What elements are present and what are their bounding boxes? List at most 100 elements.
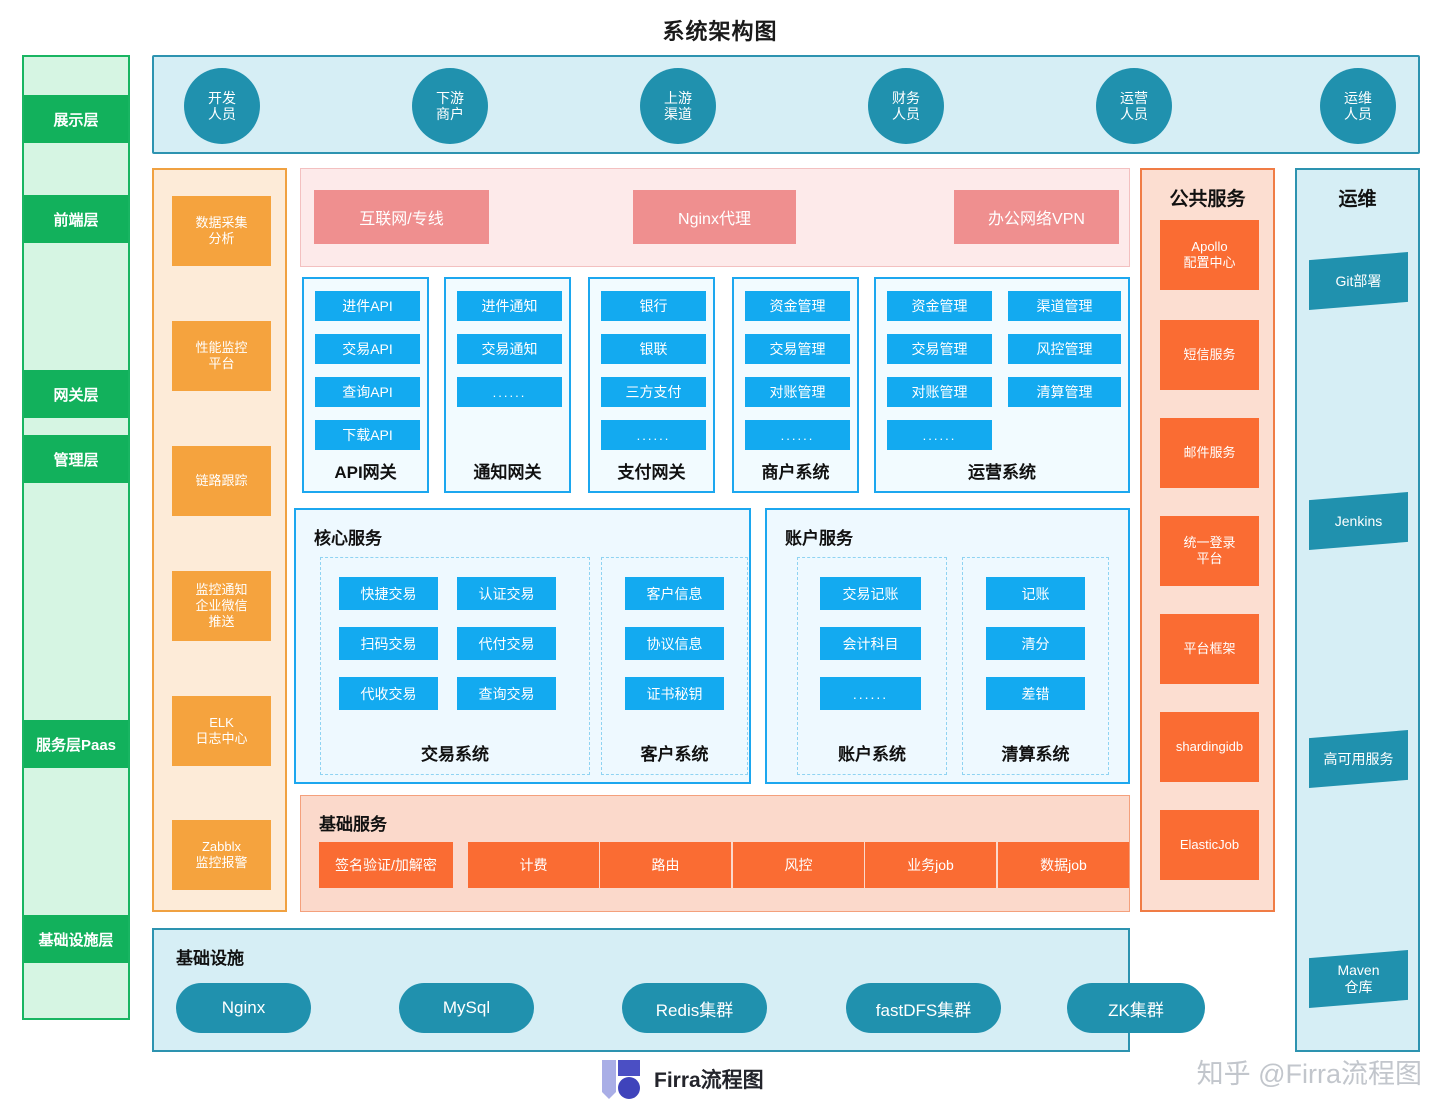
gateway-item-more[interactable]: ...... [887, 420, 992, 450]
gateway-card-payment: 银行 银联 三方支付 ...... 支付网关 [588, 277, 715, 493]
gateway-item[interactable]: 进件API [315, 291, 420, 321]
layer-band-label: 服务层Paas [35, 736, 117, 754]
gateway-item[interactable]: 清算管理 [1008, 377, 1121, 407]
layer-band-gateway: 网关层 [24, 370, 128, 418]
basic-service-item[interactable]: 风控 [733, 842, 864, 888]
public-service-label: ElasticJob [1179, 836, 1240, 852]
gateway-item-more[interactable]: ...... [745, 420, 850, 450]
subsystem-item[interactable]: 差错 [986, 677, 1085, 710]
subsystem-item[interactable]: 清分 [986, 627, 1085, 660]
gateway-item[interactable]: 对账管理 [745, 377, 850, 407]
public-service-label: 平台 [1196, 551, 1223, 566]
subsystem-item[interactable]: 代付交易 [457, 627, 556, 660]
gateway-item[interactable]: 对账管理 [887, 377, 992, 407]
subsystem-item[interactable]: 交易记账 [820, 577, 921, 610]
core-services-title: 核心服务 [314, 529, 382, 548]
public-service-label: shardingid [1175, 738, 1236, 754]
public-service-apollo[interactable]: Apollo 配置中心 [1160, 220, 1259, 290]
actor-operations[interactable]: 运营 人员 [1096, 68, 1172, 144]
gateway-item[interactable]: 查询API [315, 377, 420, 407]
subsystem-item[interactable]: 查询交易 [457, 677, 556, 710]
network-internet-line[interactable]: 互联网/专线 [314, 190, 489, 244]
actor-label-line2: 人员 [208, 106, 236, 122]
network-office-vpn[interactable]: 办公网络VPN [954, 190, 1119, 244]
public-service-elasticjob[interactable]: ElasticJob [1160, 810, 1259, 880]
gateway-item-more[interactable]: ...... [601, 420, 706, 450]
basic-service-item[interactable]: 数据job [998, 842, 1129, 888]
public-service-label: 统一登录 [1183, 534, 1236, 550]
monitor-item-zabbix[interactable]: Zabblx 监控报警 [172, 820, 271, 890]
subsystem-item[interactable]: 协议信息 [625, 627, 724, 660]
subsystem-item[interactable]: 记账 [986, 577, 1085, 610]
monitor-item-alert-wechat[interactable]: 监控通知 企业微信 推送 [172, 571, 271, 641]
subsystem-customer: 客户信息 协议信息 证书秘钥 客户系统 [601, 557, 748, 775]
subsystem-item[interactable]: 证书秘钥 [625, 677, 724, 710]
devops-item-maven-repo[interactable]: Maven 仓库 [1309, 950, 1408, 1008]
gateway-item[interactable]: 银行 [601, 291, 706, 321]
gateway-item[interactable]: 资金管理 [745, 291, 850, 321]
monitor-label: 企业微信 [195, 597, 248, 613]
basic-service-item[interactable]: 计费 [468, 842, 599, 888]
layer-band-label: 前端层 [53, 211, 99, 229]
devops-item-jenkins[interactable]: Jenkins [1309, 492, 1408, 550]
gateway-item[interactable]: 资金管理 [887, 291, 992, 321]
monitor-item-data-collection[interactable]: 数据采集 分析 [172, 196, 271, 266]
public-service-email[interactable]: 邮件服务 [1160, 418, 1259, 488]
subsystem-item-more[interactable]: ...... [820, 677, 921, 710]
infra-item-nginx[interactable]: Nginx [176, 983, 311, 1033]
basic-service-item[interactable]: 路由 [600, 842, 731, 888]
actor-label-line1: 下游 [436, 89, 464, 106]
gateway-item[interactable]: 交易管理 [745, 334, 850, 364]
monitor-item-tracing[interactable]: 链路跟踪 [172, 446, 271, 516]
subsystem-item[interactable]: 会计科目 [820, 627, 921, 660]
monitor-label: 日志中心 [195, 731, 248, 746]
devops-item-git[interactable]: Git部署 [1309, 252, 1408, 310]
actor-developer[interactable]: 开发 人员 [184, 68, 260, 144]
subsystem-item[interactable]: 客户信息 [625, 577, 724, 610]
public-service-sso[interactable]: 统一登录 平台 [1160, 516, 1259, 586]
gateway-item[interactable]: 风控管理 [1008, 334, 1121, 364]
infra-item-redis[interactable]: Redis集群 [622, 983, 767, 1033]
devops-label: Git部署 [1335, 272, 1382, 289]
public-service-label: 短信服务 [1183, 346, 1236, 362]
infra-item-mysql[interactable]: MySql [399, 983, 534, 1033]
network-nginx-proxy[interactable]: Nginx代理 [633, 190, 796, 244]
gateway-card-operations: 资金管理 交易管理 对账管理 ...... 渠道管理 风控管理 清算管理 运营系… [874, 277, 1130, 493]
footer-brand-label: Firra流程图 [654, 1069, 764, 1092]
actor-upstream-channel[interactable]: 上游 渠道 [640, 68, 716, 144]
infrastructure-band: 基础设施 Nginx MySql Redis集群 fastDFS集群 ZK集群 [152, 928, 1205, 1052]
infra-item-zk[interactable]: ZK集群 [1067, 983, 1205, 1033]
actor-finance[interactable]: 财务 人员 [868, 68, 944, 144]
public-service-label: Apollo [1191, 238, 1228, 254]
subsystem-item[interactable]: 认证交易 [457, 577, 556, 610]
devops-item-ha-service[interactable]: 高可用服务 [1309, 730, 1408, 788]
gateway-item[interactable]: 下载API [315, 420, 420, 450]
infra-item-fastdfs[interactable]: fastDFS集群 [846, 983, 1001, 1033]
basic-service-item[interactable]: 签名验证/加解密 [319, 842, 453, 888]
monitor-item-elk[interactable]: ELK 日志中心 [172, 696, 271, 766]
gateway-item[interactable]: 交易API [315, 334, 420, 364]
actor-downstream-merchant[interactable]: 下游 商户 [412, 68, 488, 144]
gateway-item[interactable]: 进件通知 [457, 291, 562, 321]
gateway-item[interactable]: 银联 [601, 334, 706, 364]
page-title: 系统架构图 [662, 19, 778, 44]
subsystem-item[interactable]: 快捷交易 [339, 577, 438, 610]
actor-label-line1: 财务 [892, 89, 920, 106]
monitor-item-performance[interactable]: 性能监控 平台 [172, 321, 271, 391]
actor-label-line1: 运营 [1120, 89, 1148, 106]
gateway-item[interactable]: 渠道管理 [1008, 291, 1121, 321]
public-service-platform-framework[interactable]: 平台框架 [1160, 614, 1259, 684]
actor-devops[interactable]: 运维 人员 [1320, 68, 1396, 144]
public-service-sms[interactable]: 短信服务 [1160, 320, 1259, 390]
gateway-item-more[interactable]: ...... [457, 377, 562, 407]
public-service-shardingjdbc[interactable]: shardingidb [1160, 712, 1259, 782]
monitor-label: 推送 [208, 614, 235, 630]
subsystem-item[interactable]: 代收交易 [339, 677, 438, 710]
gateway-item[interactable]: 交易通知 [457, 334, 562, 364]
basic-service-item[interactable]: 业务job [865, 842, 996, 888]
gateway-item[interactable]: 交易管理 [887, 334, 992, 364]
subsystem-label: 客户系统 [640, 745, 709, 764]
gateway-item[interactable]: 三方支付 [601, 377, 706, 407]
layer-band-label: 展示层 [53, 111, 99, 129]
subsystem-item[interactable]: 扫码交易 [339, 627, 438, 660]
